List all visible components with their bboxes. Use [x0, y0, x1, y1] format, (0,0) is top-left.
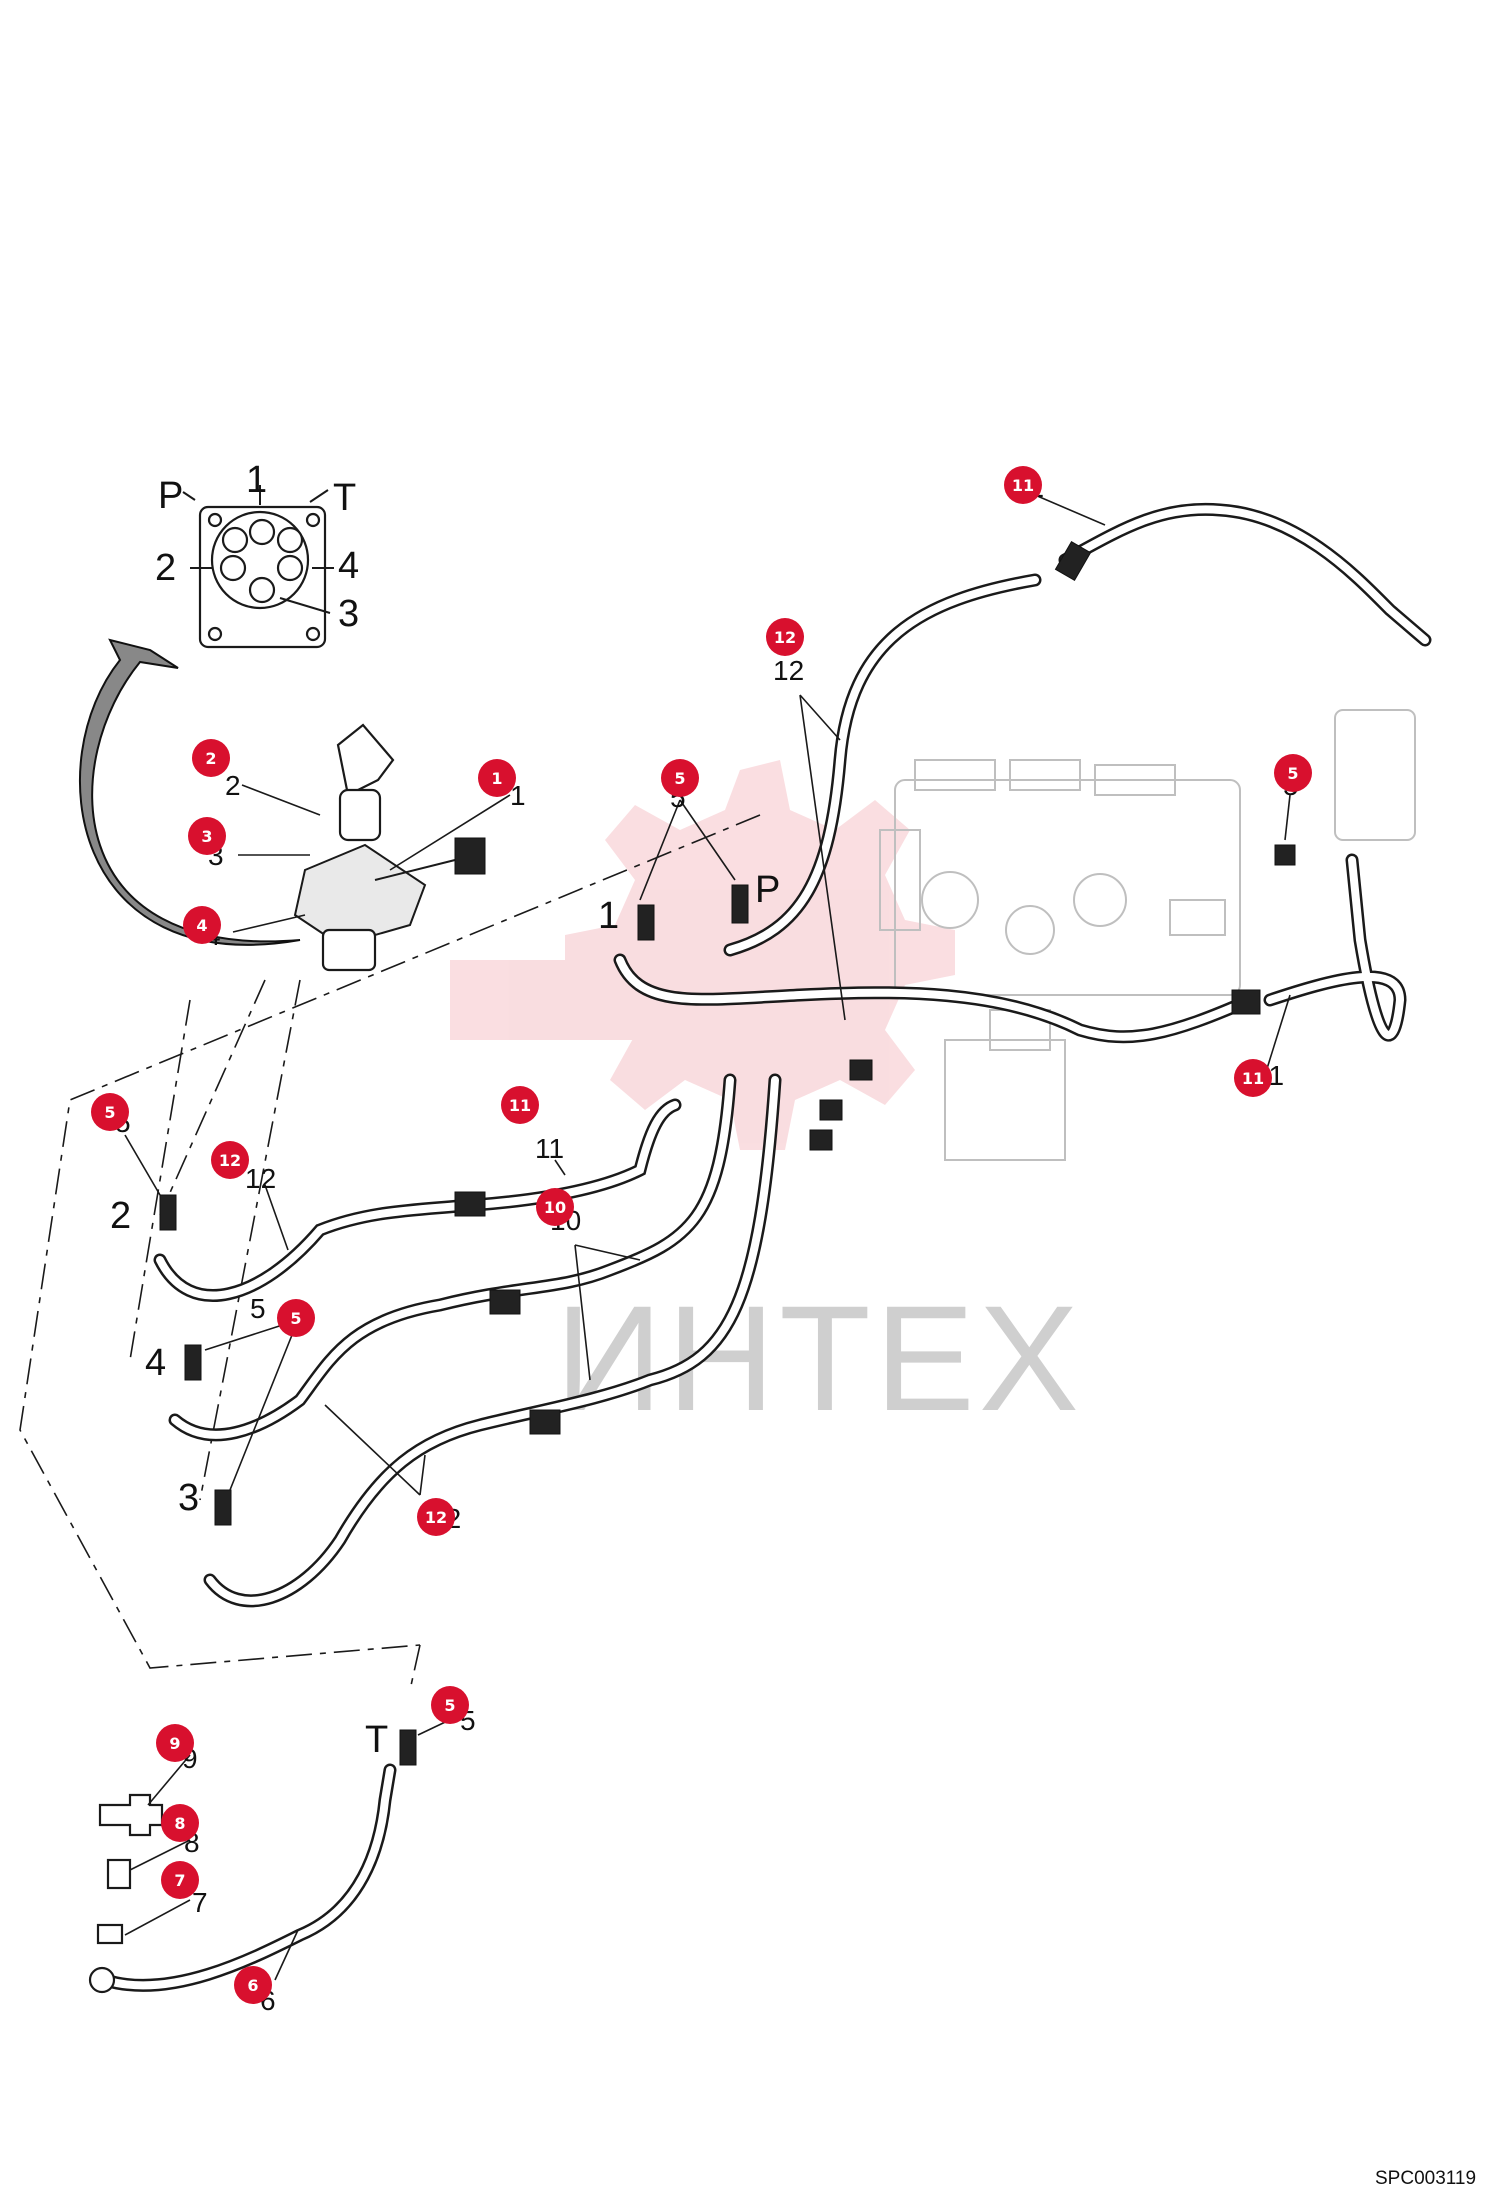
part-number-2: 2 — [225, 770, 241, 801]
callout-badge-12: 12 — [211, 1141, 249, 1179]
callout-badge-label: 5 — [1287, 764, 1298, 783]
callout-badge-11: 11 — [501, 1086, 539, 1124]
callout-badge-circle — [161, 1804, 199, 1842]
inset-port-2: 2 — [155, 547, 176, 589]
callout-badge-label: 4 — [196, 916, 207, 935]
port-4: 4 — [145, 1342, 166, 1384]
inset-port-3: 3 — [338, 593, 359, 635]
port-t: T — [365, 1719, 388, 1761]
inset-port-t: T — [333, 477, 356, 519]
callout-badge-8: 8 — [161, 1804, 199, 1842]
callout-badge-11: 11 — [1004, 466, 1042, 504]
inset-port-4: 4 — [338, 545, 359, 587]
callout-badge-circle — [188, 817, 226, 855]
watermark-gear-icon — [565, 760, 955, 1150]
callout-badge-label: 6 — [247, 1976, 258, 1995]
callout-badge-9: 9 — [156, 1724, 194, 1762]
dashed-outline — [19, 814, 761, 1669]
dashed-guides — [129, 979, 301, 1501]
callout-badge-10: 10 — [536, 1188, 574, 1226]
joystick-port-inset — [182, 485, 334, 649]
callout-badge-12: 12 — [417, 1498, 455, 1536]
callout-badge-circle — [211, 1141, 249, 1179]
callout-badge-4: 4 — [183, 906, 221, 944]
callout-badge-label: 7 — [174, 1871, 185, 1890]
callout-badge-label: 9 — [169, 1734, 180, 1753]
curved-arrow-icon — [78, 638, 301, 946]
callout-badge-label: 11 — [509, 1096, 531, 1115]
callout-badge-6: 6 — [234, 1966, 272, 2004]
callout-badge-circle — [478, 759, 516, 797]
callout-badge-circle — [661, 759, 699, 797]
callout-badge-label: 1 — [491, 769, 502, 788]
part-number-12-a: 12 — [773, 655, 804, 686]
callout-badge-label: 11 — [1242, 1069, 1264, 1088]
part-number-1: 1 — [510, 780, 526, 811]
callout-badge-circle — [417, 1498, 455, 1536]
callout-badge-circle — [91, 1093, 129, 1131]
callout-badge-label: 3 — [201, 827, 212, 846]
callout-badge-circle — [156, 1724, 194, 1762]
port-1: 1 — [598, 895, 619, 937]
callout-badge-label: 8 — [174, 1814, 185, 1833]
callout-badge-circle — [1234, 1059, 1272, 1097]
part-number-12-b: 12 — [245, 1163, 276, 1194]
callout-badge-label: 11 — [1012, 476, 1034, 495]
control-valve — [879, 709, 1416, 1161]
callout-badge-circle — [183, 906, 221, 944]
callout-badge-circle — [277, 1299, 315, 1337]
drawing-code: SPC003119 — [1375, 2168, 1476, 2189]
callout-badge-label: 12 — [219, 1151, 241, 1170]
callout-badge-1: 1 — [478, 759, 516, 797]
port-2: 2 — [110, 1195, 131, 1237]
port-3: 3 — [178, 1477, 199, 1519]
hoses — [98, 502, 1432, 1992]
inset-port-1: 1 — [246, 459, 267, 501]
part-number-7: 7 — [192, 1887, 208, 1918]
watermark-text: ИНТЕХ — [555, 1274, 1083, 1442]
callout-badge-label: 12 — [425, 1508, 447, 1527]
callout-badge-3: 3 — [188, 817, 226, 855]
dashed-tail — [409, 1644, 421, 1691]
port-p: P — [755, 869, 780, 911]
fittings — [88, 540, 1296, 1994]
callout-badge-5: 5 — [1274, 754, 1312, 792]
callout-badge-5: 5 — [431, 1686, 469, 1724]
leader-lines — [124, 494, 1291, 1981]
callout-badge-2: 2 — [192, 739, 230, 777]
callout-badge-label: 5 — [290, 1309, 301, 1328]
part-number-5-d: 5 — [250, 1293, 266, 1324]
callout-badge-circle — [536, 1188, 574, 1226]
callout-badge-11: 11 — [1234, 1059, 1272, 1097]
part-number-11-b: 11 — [535, 1133, 564, 1164]
callout-badge-label: 5 — [104, 1103, 115, 1122]
callout-badge-label: 2 — [205, 749, 216, 768]
callout-badge-circle — [1274, 754, 1312, 792]
callout-badge-circle — [431, 1686, 469, 1724]
callout-badge-label: 10 — [544, 1198, 566, 1217]
callout-badge-label: 12 — [774, 628, 796, 647]
callout-badge-circle — [766, 618, 804, 656]
callout-badge-5: 5 — [277, 1299, 315, 1337]
callout-badge-label: 5 — [444, 1696, 455, 1715]
callout-badge-label: 5 — [674, 769, 685, 788]
callout-badge-12: 12 — [766, 618, 804, 656]
callout-badge-5: 5 — [661, 759, 699, 797]
callout-badge-circle — [501, 1086, 539, 1124]
callout-badge-7: 7 — [161, 1861, 199, 1899]
callout-badge-5: 5 — [91, 1093, 129, 1131]
callout-badge-circle — [234, 1966, 272, 2004]
joystick — [293, 723, 486, 972]
callout-badge-circle — [161, 1861, 199, 1899]
inset-port-p: P — [158, 475, 183, 517]
callout-badge-circle — [1004, 466, 1042, 504]
callout-badge-circle — [192, 739, 230, 777]
